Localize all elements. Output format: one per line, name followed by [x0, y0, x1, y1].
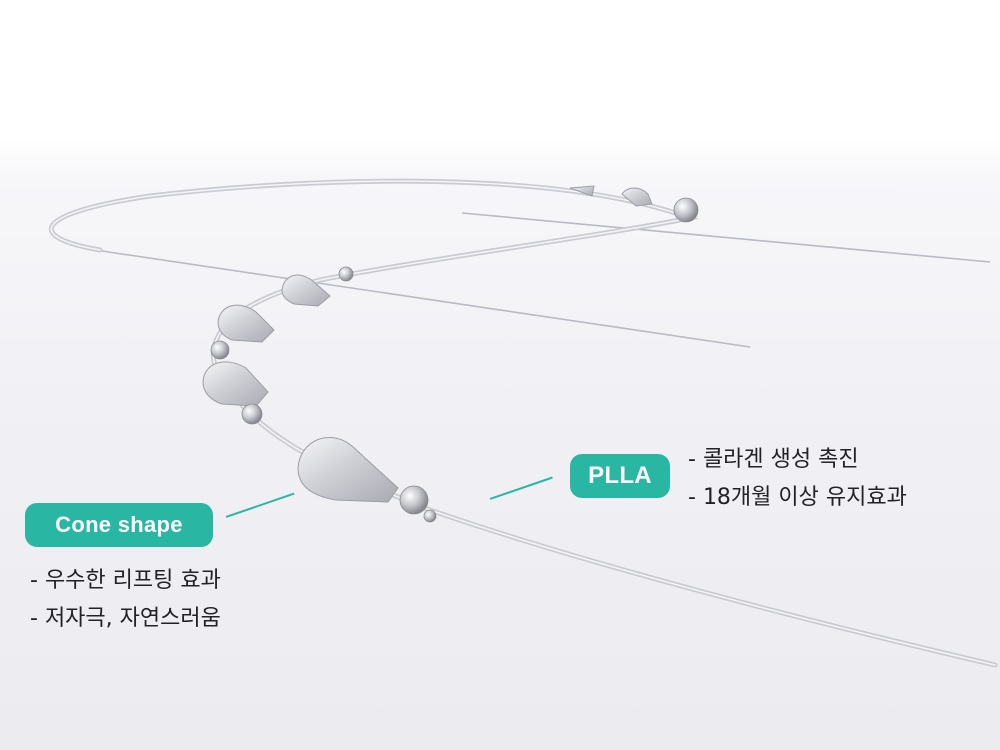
plla-feature-item: 콜라겐 생성 촉진	[688, 441, 907, 479]
needle	[94, 212, 991, 348]
cone-feature-list: 우수한 리프팅 효과 저자극, 자연스러움	[30, 562, 221, 638]
cone-feature-item: 저자극, 자연스러움	[30, 600, 221, 638]
plla-thread	[48, 178, 998, 668]
cone-shape-badge: Cone shape	[25, 503, 213, 547]
plla-feature-list: 콜라겐 생성 촉진 18개월 이상 유지효과	[688, 441, 907, 517]
cone-shape	[202, 185, 653, 503]
cone-feature-item: 우수한 리프팅 효과	[30, 562, 221, 600]
bead	[210, 197, 699, 523]
plla-badge: PLLA	[570, 454, 670, 498]
plla-feature-item: 18개월 이상 유지효과	[688, 479, 907, 517]
